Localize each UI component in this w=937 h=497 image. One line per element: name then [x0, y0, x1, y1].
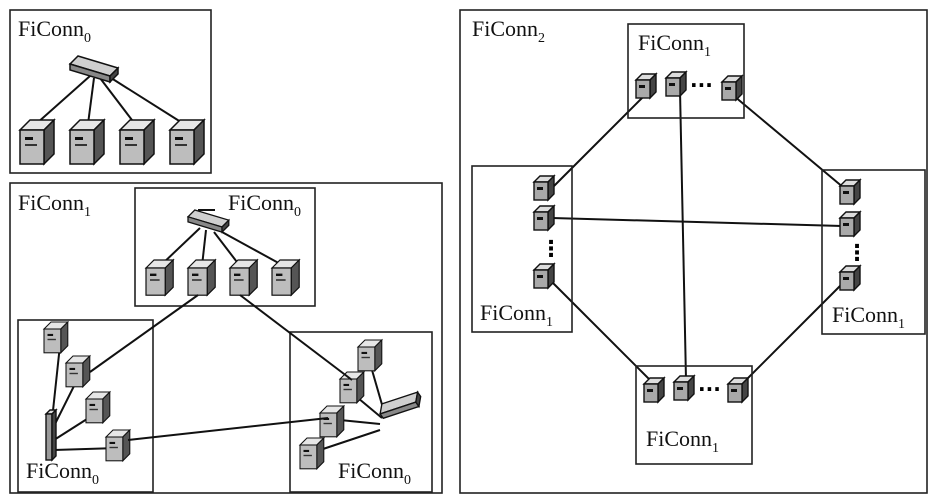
top-ficonn1-ellipsis: ···	[690, 73, 713, 97]
inner-top-server-4-icon	[271, 259, 300, 296]
left-ficonn1-label: FiConn1	[480, 300, 553, 330]
ficonn1-composite: FiConn1 FiConn0 FiConn0	[9, 182, 443, 494]
inner-top-server-2-icon	[187, 259, 216, 296]
inner-left-server-4-icon	[105, 429, 131, 462]
top-ficonn1-box	[627, 23, 745, 119]
bottom-ficonn1-node-2-icon	[673, 375, 695, 401]
ficonn2-outer-box	[459, 9, 928, 494]
top-ficonn1-label: FiConn1	[638, 30, 711, 60]
top-ficonn1-node-1-icon	[635, 73, 657, 99]
inner-top-ficonn0-box	[134, 187, 316, 307]
inner-right-ficonn0-box	[289, 331, 433, 493]
ficonn0-standalone: FiConn0	[9, 9, 212, 174]
right-ficonn1-ellipsis: ⋮	[846, 241, 868, 266]
ficonn1-level-links	[89, 294, 353, 441]
inner-right-server-1-icon	[357, 339, 383, 372]
ficonn2-composite: FiConn2 FiConn1 ··· FiConn1 ⋮ FiConn1 ⋮	[459, 9, 928, 494]
left-ficonn1-node-1-icon	[533, 175, 555, 201]
inner-top-ficonn0-label: FiConn0	[228, 190, 301, 220]
ficonn2-links	[549, 89, 845, 385]
inner-left-ficonn0-box	[17, 319, 154, 493]
inner-top-switch-icon	[187, 209, 230, 233]
inner-left-server-2-icon	[65, 355, 91, 388]
ficonn1-outer-box	[9, 182, 443, 494]
inner-top-server-3-icon	[229, 259, 258, 296]
inner-left-server-1-icon	[43, 321, 69, 354]
left-ficonn1-node-2-icon	[533, 205, 555, 231]
ficonn0-server-3-icon	[119, 119, 155, 165]
bottom-ficonn1-ellipsis: ···	[698, 377, 721, 401]
top-ficonn1-node-3-icon	[721, 75, 743, 101]
left-ficonn1-ellipsis: ⋮	[540, 237, 562, 262]
top-ficonn1-node-2-icon	[665, 71, 687, 97]
inner-top-links	[159, 227, 285, 267]
ficonn2-outer-label: FiConn2	[472, 16, 545, 46]
inner-top-server-1-icon	[145, 259, 174, 296]
right-ficonn1-node-2-icon	[839, 211, 861, 237]
bottom-ficonn1-box	[635, 365, 753, 465]
ficonn1-outer-label: FiConn1	[18, 190, 91, 220]
bottom-ficonn1-node-1-icon	[643, 377, 665, 403]
ficonn0-links	[35, 75, 185, 125]
ficonn0-label: FiConn0	[18, 16, 91, 46]
ficonn0-box	[9, 9, 212, 174]
ficonn0-server-2-icon	[69, 119, 105, 165]
left-ficonn1-node-3-icon	[533, 263, 555, 289]
inner-right-ficonn0-label: FiConn0	[338, 458, 411, 488]
inner-left-switch-icon	[45, 409, 57, 461]
right-ficonn1-node-3-icon	[839, 265, 861, 291]
bottom-ficonn1-label: FiConn1	[646, 426, 719, 456]
inner-right-server-4-icon	[299, 437, 325, 470]
right-ficonn1-label: FiConn1	[832, 302, 905, 332]
left-ficonn1-box	[471, 165, 573, 333]
inner-right-server-3-icon	[319, 405, 345, 438]
ficonn0-server-4-icon	[169, 119, 205, 165]
right-ficonn1-box	[821, 169, 926, 335]
right-ficonn1-node-1-icon	[839, 179, 861, 205]
inner-right-switch-icon	[375, 382, 426, 428]
inner-left-server-3-icon	[85, 391, 111, 424]
inner-right-server-2-icon	[339, 371, 365, 404]
inner-left-ficonn0-label: FiConn0	[26, 458, 99, 488]
bottom-ficonn1-node-3-icon	[727, 377, 749, 403]
ficonn0-server-1-icon	[19, 119, 55, 165]
